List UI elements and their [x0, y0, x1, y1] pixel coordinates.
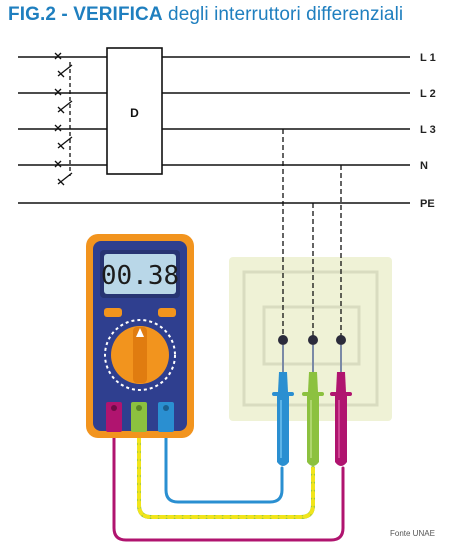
contact-l1: [54, 52, 73, 78]
left-button: [104, 308, 122, 317]
blue-wire: [164, 428, 284, 504]
lcd-screen: [104, 254, 176, 294]
label-l3: L 3: [420, 124, 436, 136]
socket-hole-center: [308, 335, 318, 345]
meter-reading: 00.38: [101, 261, 179, 291]
jack-blue-hole: [163, 405, 169, 411]
lead-wires: [112, 428, 345, 542]
probe-magenta: [330, 345, 352, 466]
source-credit: Fonte UNAE: [390, 529, 435, 538]
label-l2: L 2: [420, 88, 436, 100]
contact-l2: [54, 88, 73, 114]
dial-scale-ring: [104, 319, 176, 391]
probe-blue: [272, 345, 294, 466]
figure-title: FIG.2 - VERIFICA degli interruttori diff…: [8, 4, 403, 26]
multimeter: 00.38: [86, 234, 194, 438]
figure-title-prefix: FIG.2 - VERIFICA: [8, 4, 163, 25]
supply-lines: [18, 56, 410, 204]
jack-magenta: [106, 402, 122, 432]
dial-pointer-icon: [136, 328, 144, 337]
label-pe: PE: [420, 198, 435, 210]
jack-green-hole: [136, 405, 142, 411]
contact-l3: [54, 124, 73, 150]
jack-magenta-hole: [111, 405, 117, 411]
probe-green: [302, 345, 324, 466]
socket-frame-inner: [262, 305, 361, 366]
device-label: D: [130, 106, 139, 120]
dashed-connections: [282, 129, 342, 338]
socket-hole-left: [278, 335, 288, 345]
jack-blue: [158, 402, 174, 432]
magenta-wire: [112, 428, 345, 542]
socket-hole-right: [336, 335, 346, 345]
socket-holes: [278, 335, 346, 345]
line-labels: L 1 L 2 L 3 N PE: [420, 52, 436, 210]
breaker-contacts: [54, 52, 73, 186]
label-l1: L 1: [420, 52, 436, 64]
green-yellow-wire-stripe: [137, 428, 315, 519]
figure-title-rest: degli interruttori differenziali: [162, 4, 404, 25]
jack-green: [131, 402, 147, 432]
differential-device-box: [106, 47, 163, 175]
right-button: [158, 308, 176, 317]
dial-knob: [133, 327, 147, 383]
label-n: N: [420, 160, 428, 172]
